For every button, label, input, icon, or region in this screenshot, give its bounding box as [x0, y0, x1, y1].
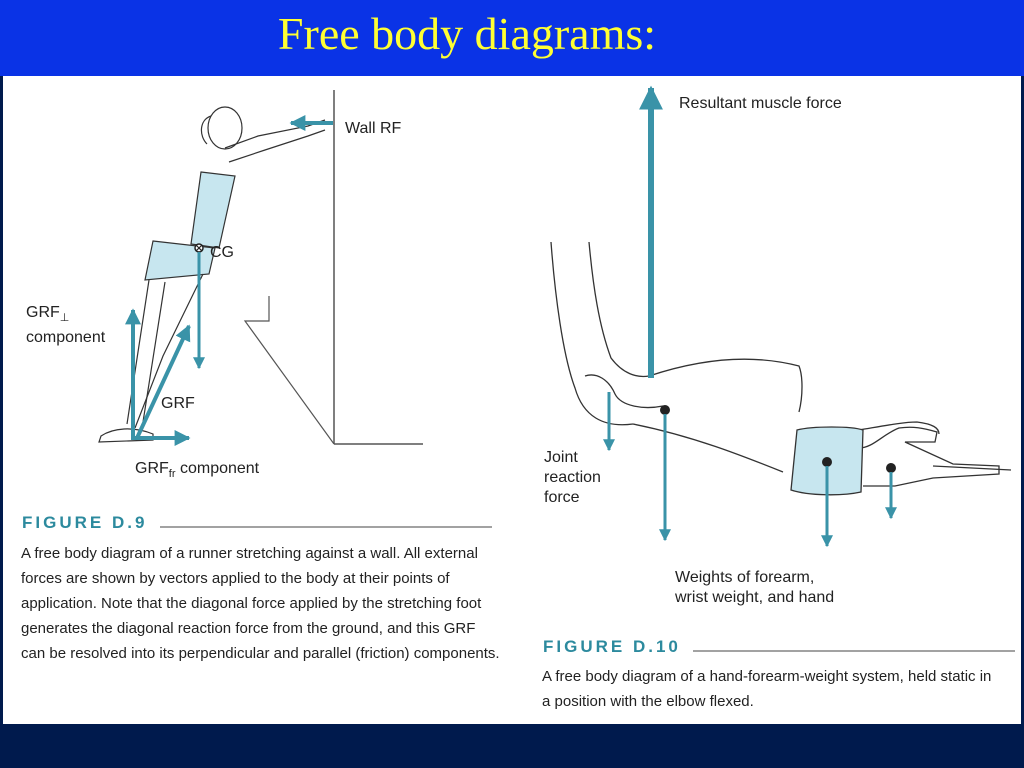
- elbow-bone: [584, 374, 664, 409]
- forearm-point: [660, 405, 670, 415]
- wall-rf-label: Wall RF: [345, 120, 402, 137]
- forearm-top: [648, 358, 803, 413]
- title-bar: Free body diagrams:: [0, 0, 1024, 76]
- runner-back-leg: [126, 279, 150, 425]
- fingers-line: [932, 465, 1012, 471]
- forearm-bottom: [632, 423, 784, 473]
- figure-d10-label: FIGURE D.10: [543, 637, 681, 656]
- upper-arm-front: [588, 241, 650, 378]
- grf-perp-label: GRF⊥: [26, 304, 69, 324]
- thumb-outline: [858, 421, 940, 435]
- figure-panel: Wall RF CG GRF⊥ component GRF GRFfr comp…: [3, 76, 1021, 724]
- runner-hair: [200, 115, 212, 145]
- footer-bar: [0, 724, 1024, 768]
- runner-head: [207, 106, 243, 150]
- weights-label-2: wrist weight, and hand: [674, 589, 834, 606]
- forearm-figure: Resultant muscle force Joint reaction fo…: [543, 85, 1015, 656]
- arm-outline: [550, 241, 1012, 487]
- grf-fr-label: GRFfr component: [135, 460, 260, 480]
- grf-vector: [135, 324, 191, 439]
- runner-figure: Wall RF CG GRF⊥ component GRF GRFfr comp…: [22, 90, 492, 532]
- runner-lower-arm: [228, 129, 326, 163]
- joint-reaction-label-3: force: [544, 489, 580, 506]
- cg-label: CG: [210, 244, 234, 261]
- weights-label-1: Weights of forearm,: [675, 569, 814, 586]
- runner-front-leg: [134, 273, 204, 429]
- resultant-muscle-label: Resultant muscle force: [679, 95, 842, 112]
- joint-reaction-label-1: Joint: [544, 449, 578, 466]
- joint-reaction-label-2: reaction: [544, 469, 601, 486]
- grf-perp-label-line2: component: [26, 329, 106, 346]
- runner-torso: [190, 171, 236, 249]
- cg-marker-cross-b: [195, 244, 203, 252]
- wrist-weight-point: [822, 457, 832, 467]
- slide-title: Free body diagrams:: [277, 8, 657, 59]
- figure-d10-caption: A free body diagram of a hand-forearm-we…: [542, 668, 992, 710]
- hand-outline: [858, 426, 1000, 487]
- grf-label: GRF: [161, 395, 195, 412]
- figure-d9-label: FIGURE D.9: [22, 513, 147, 532]
- runner-foot: [98, 428, 154, 443]
- wall-shadow-line: [243, 296, 335, 445]
- figures-svg: Wall RF CG GRF⊥ component GRF GRFfr comp…: [22, 85, 1015, 656]
- upper-arm-back: [550, 241, 634, 426]
- hand-point: [886, 463, 896, 473]
- figure-d9-caption: A free body diagram of a runner stretchi…: [21, 545, 500, 662]
- runner-shorts: [144, 240, 216, 281]
